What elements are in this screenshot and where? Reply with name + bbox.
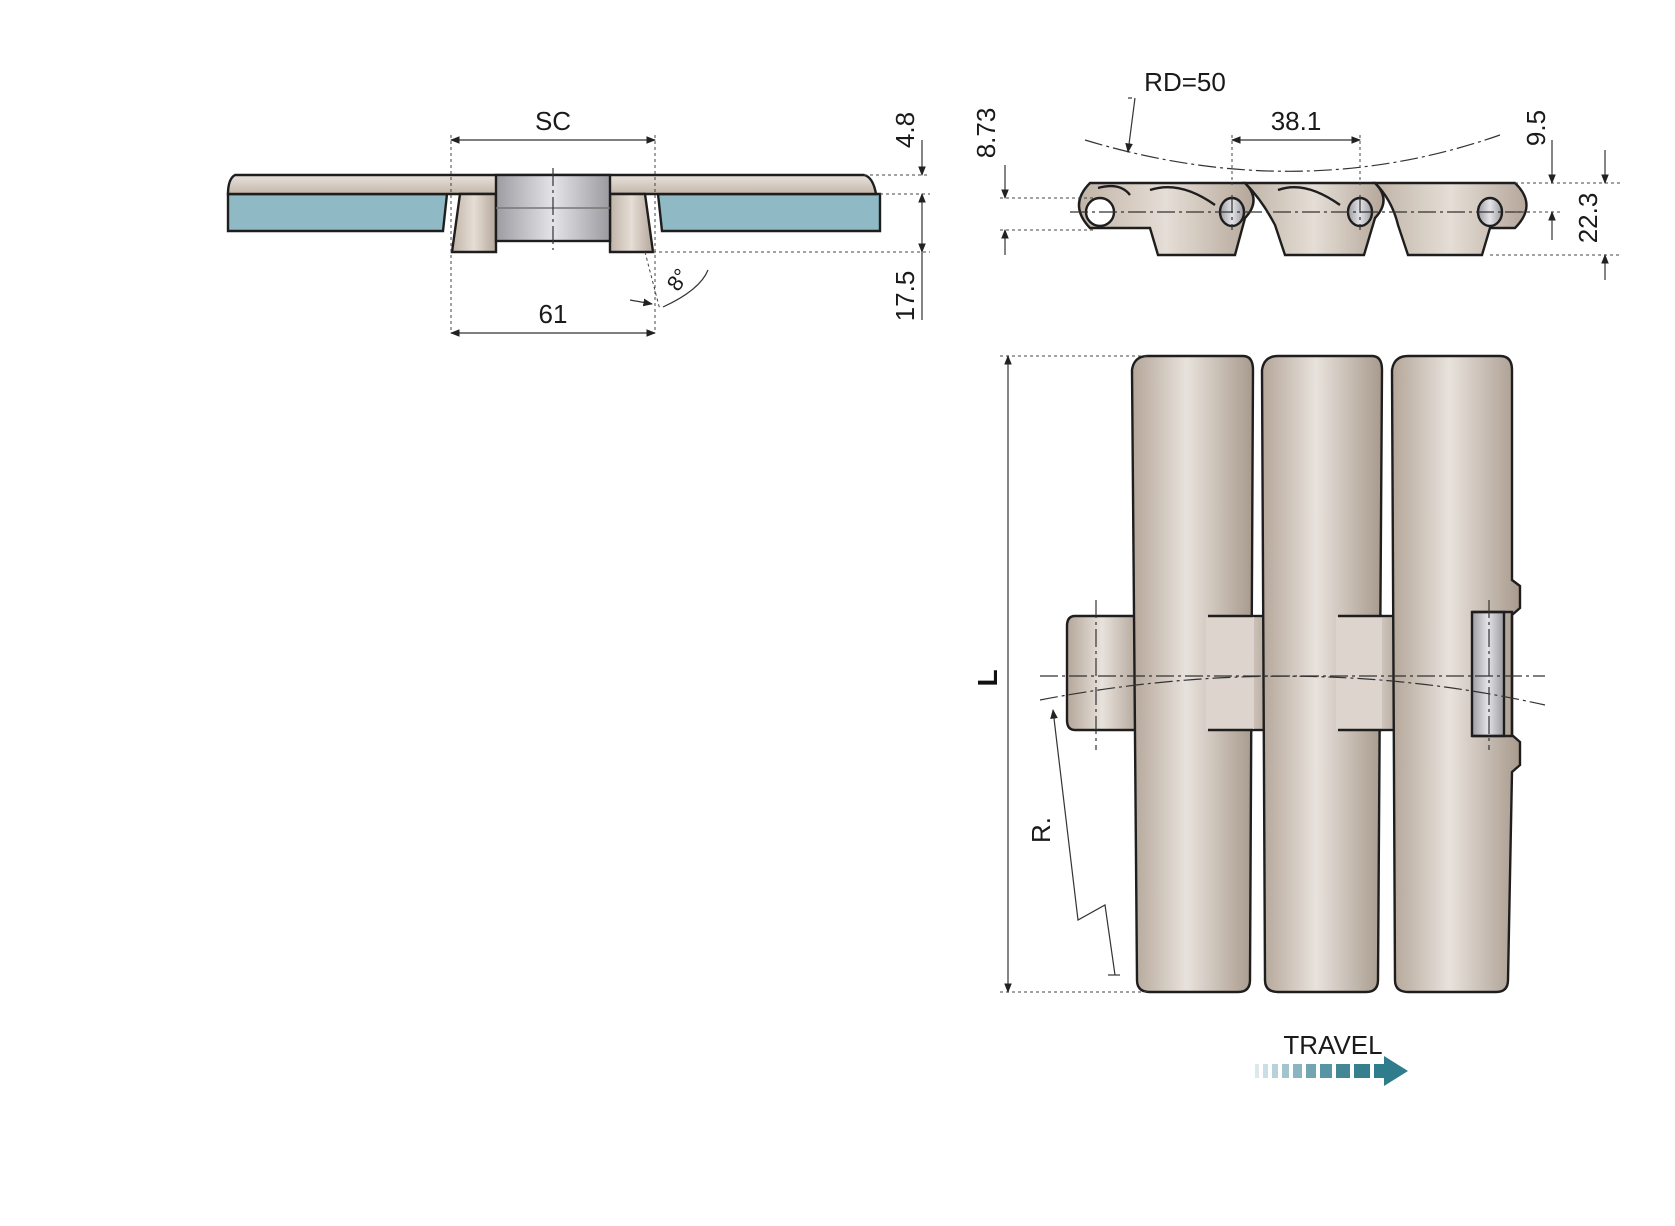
travel-indicator: TRAVEL	[1255, 1030, 1408, 1086]
top-view	[1000, 354, 1546, 994]
hinge-tab-left	[1065, 614, 1147, 732]
side-link-3	[1372, 181, 1528, 257]
front-view	[226, 135, 930, 337]
dim-sc: SC	[535, 106, 571, 136]
dim-22-3: 22.3	[1573, 193, 1603, 244]
top-plate-1	[1130, 354, 1255, 994]
dim-38-1: 38.1	[1271, 106, 1322, 136]
travel-label: TRAVEL	[1283, 1030, 1382, 1060]
top-plate-2	[1260, 354, 1384, 994]
dim-r: R.	[1026, 817, 1056, 843]
dim-9-5: 9.5	[1521, 110, 1551, 146]
dim-8-deg: 8°	[662, 264, 695, 296]
dim-61: 61	[539, 299, 568, 329]
pin-end	[1470, 610, 1506, 738]
dim-rd: RD=50	[1144, 67, 1226, 97]
hinge-leg-left	[450, 192, 498, 254]
dim-l: L	[972, 669, 1003, 686]
wear-strip-left	[226, 192, 449, 233]
top-plate-3	[1390, 354, 1522, 994]
wear-strip-right	[656, 192, 882, 233]
side-view	[1000, 97, 1620, 280]
hinge-leg-right	[608, 192, 655, 254]
dim-4-8: 4.8	[890, 112, 920, 148]
travel-arrow-icon	[1255, 1056, 1408, 1086]
dim-17-5: 17.5	[890, 271, 920, 322]
dim-8-73: 8.73	[971, 108, 1001, 159]
